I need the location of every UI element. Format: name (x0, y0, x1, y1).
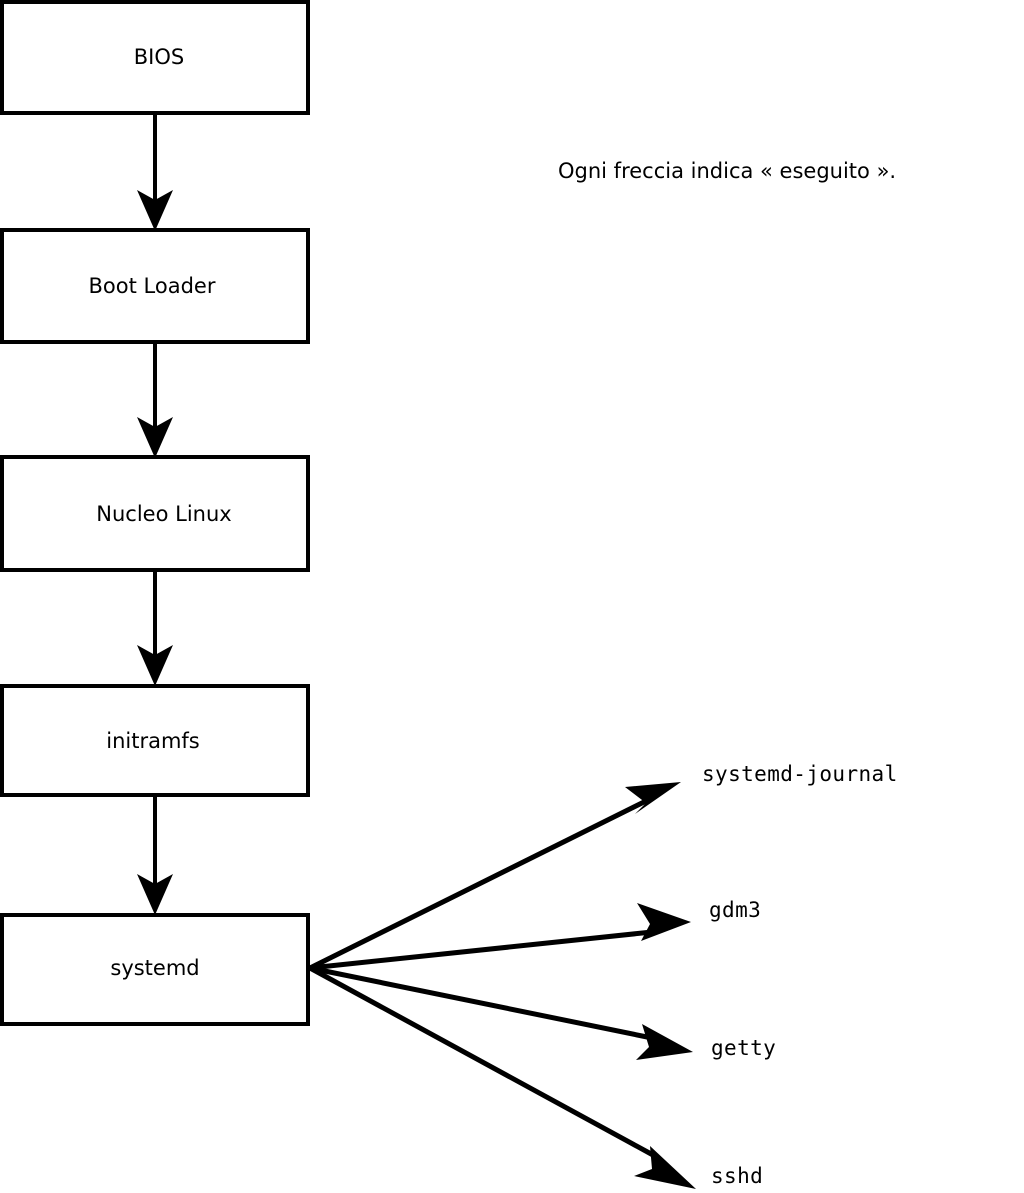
node-bios[interactable]: BIOS (0, 0, 310, 115)
arrow-bios-to-boot-loader (137, 115, 173, 231)
node-initramfs-label: initramfs (106, 729, 200, 753)
node-bios-label: BIOS (134, 45, 184, 69)
service-label-gdm3: gdm3 (709, 898, 761, 922)
node-nucleo-linux[interactable]: Nucleo Linux (0, 455, 310, 572)
service-label-systemd-journal: systemd-journal (702, 762, 898, 786)
node-nucleo-linux-label: Nucleo Linux (96, 502, 231, 526)
node-boot-loader[interactable]: Boot Loader (0, 228, 310, 344)
node-initramfs[interactable]: initramfs (0, 684, 310, 797)
arrow-systemd-to-sshd (308, 965, 696, 1189)
arrow-initramfs-to-systemd (137, 797, 173, 915)
arrow-systemd-to-gdm3 (309, 903, 691, 971)
node-systemd[interactable]: systemd (0, 913, 310, 1026)
service-label-sshd: sshd (711, 1164, 763, 1188)
arrow-boot-loader-to-nucleo-linux (137, 344, 173, 458)
arrow-nucleo-linux-to-initramfs (137, 572, 173, 686)
node-boot-loader-label: Boot Loader (89, 274, 216, 298)
arrow-systemd-to-systemd-journal (308, 782, 681, 971)
diagram-annotation: Ogni freccia indica « eseguito ». (558, 159, 896, 183)
node-systemd-label: systemd (110, 956, 199, 980)
arrow-systemd-to-getty (309, 965, 693, 1060)
service-label-getty: getty (711, 1036, 776, 1060)
